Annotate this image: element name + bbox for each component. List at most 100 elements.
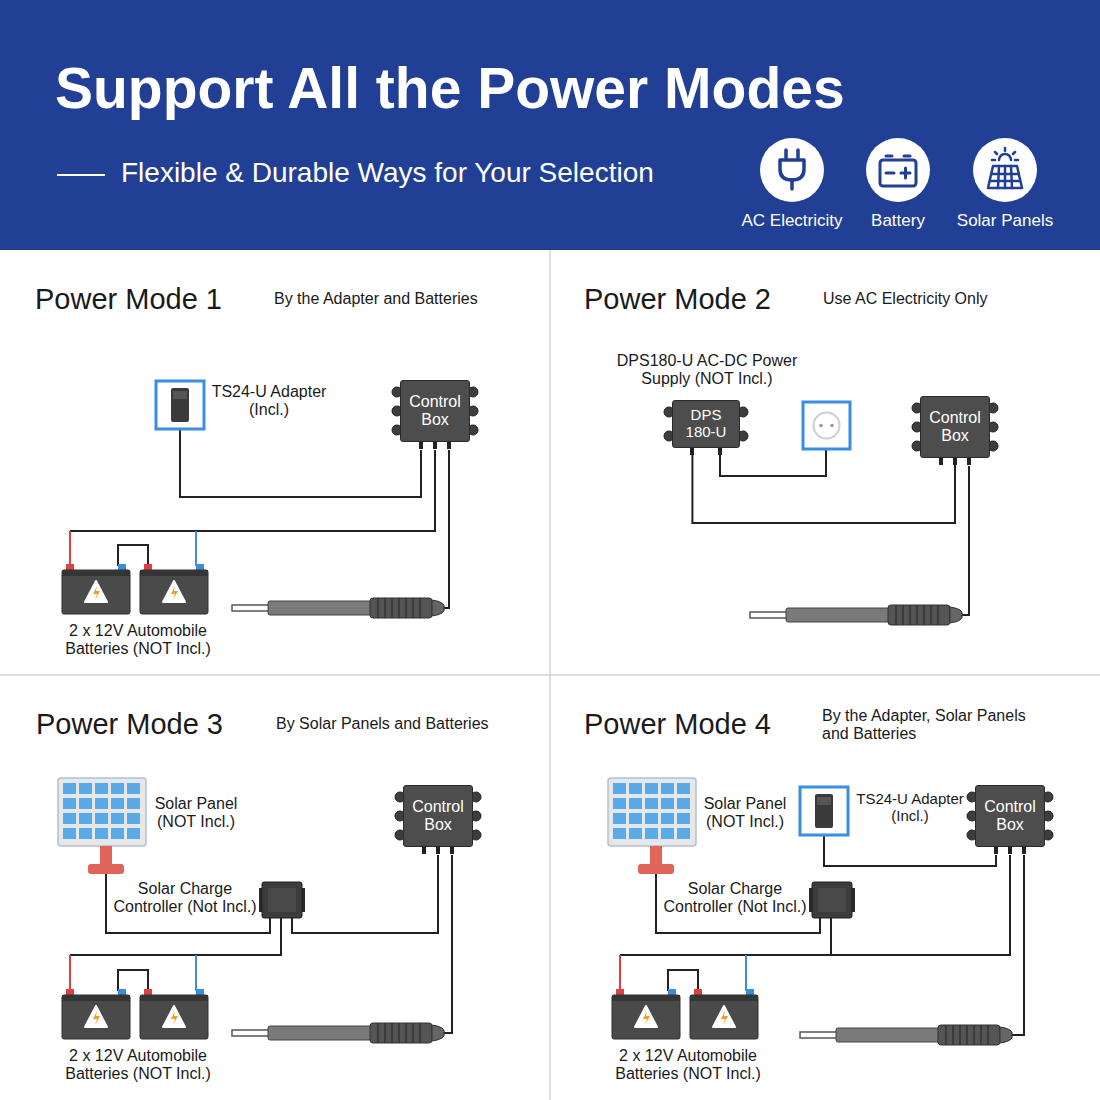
icon-label: Battery [848,211,948,231]
wall-socket [830,424,834,428]
solar-icon [992,148,1018,160]
part-label: 2 x 12V Automobile Batteries (NOT Incl.) [601,1047,776,1084]
title: Support All the Power Modes [55,56,845,122]
actuator-symbol [750,605,962,625]
battery-icon [886,155,910,158]
mode2-wiring [962,466,969,615]
icon-label: AC Electricity [727,211,857,231]
solar-icon [999,154,1011,160]
ac-icon [760,138,824,202]
mode-heading: Power Mode 1 [35,283,222,316]
mode2-wiring [720,450,969,615]
mode-description: By the Adapter, Solar Panels and Batteri… [822,707,1050,744]
solar-icon [990,166,1020,188]
part-label: DPS180-U AC-DC Power Supply (NOT Incl.) [612,352,802,389]
adapter-symbol [156,381,204,429]
mode1-wiring [444,450,449,608]
mode-heading: Power Mode 2 [584,283,771,316]
header-band [0,0,1100,250]
battery-symbol [62,989,130,1039]
mode1-wiring [180,428,421,497]
box-text: Control Box [925,409,985,445]
mode4-wiring [1012,855,1024,1035]
mode1-wiring [69,531,71,566]
wire-connector [692,448,955,523]
battery-symbol [690,989,758,1039]
mode-description: By Solar Panels and Batteries [276,715,489,733]
battery-symbol [140,989,208,1039]
part-label: Solar Charge Controller (Not Incl.) [659,880,811,917]
actuator-symbol [232,1023,444,1043]
ac-icon [786,150,798,159]
solar-icon [973,138,1037,202]
divider-line [0,674,1100,676]
mode3-wiring [69,955,71,991]
box-text: Control Box [405,393,465,429]
control-box: Control Box [400,380,470,442]
part-label: TS24-U Adapter (Incl.) [204,383,334,420]
control-box: Control Box [920,396,990,458]
wall-socket [803,402,850,449]
part-label: 2 x 12V Automobile Batteries (NOT Incl.) [51,1047,226,1084]
mode4-wiring [668,970,698,991]
mode1-wiring [195,531,197,566]
ac-icon [760,138,824,202]
mode4-wiring [745,955,747,991]
icon-label: Solar Panels [950,211,1060,231]
subtitle-dash [57,174,105,176]
mode3-wiring [118,970,148,991]
actuator-symbol [232,598,444,618]
mode4-wiring [831,855,1010,955]
solar-panel-symbol [58,778,146,874]
charge-controller-symbol [809,882,855,918]
battery-symbol [140,564,208,614]
mode2-wiring [720,450,826,476]
solar-icon [973,138,1037,202]
box-text: DPS 180-U [677,407,735,441]
mode1-wiring [70,450,435,531]
mode3-wiring [195,955,197,991]
mode3-wiring [292,855,438,933]
battery-icon [880,156,916,186]
wall-socket [803,402,850,449]
mode-description: Use AC Electricity Only [823,290,987,308]
mode1-wiring [118,545,148,566]
control-box: Control Box [403,785,473,847]
box-text: Control Box [408,798,468,834]
mode4-wiring [656,874,820,933]
battery-icon [866,138,930,202]
wall-socket [814,413,840,439]
mode3-wiring [444,855,452,1033]
mode4-wiring [619,955,621,991]
mode3-wiring [70,918,281,955]
part-label: 2 x 12V Automobile Batteries (NOT Incl.) [51,622,226,659]
power-supply-box: DPS 180-U [672,400,740,448]
part-label: Solar Panel (NOT Incl.) [695,795,795,832]
charge-controller-symbol [259,882,305,918]
subtitle: Flexible & Durable Ways for Your Selecti… [121,157,654,189]
mode4-wiring [620,834,1024,1035]
part-label: TS24-U Adapter (Incl.) [849,790,971,825]
ac-icon [780,160,804,180]
mode-heading: Power Mode 4 [584,708,771,741]
battery-symbol [62,564,130,614]
solar-icon [988,148,1022,188]
mode-description: By the Adapter and Batteries [274,290,478,308]
box-text: Control Box [980,798,1040,834]
battery-icon [886,168,910,178]
part-label: Solar Charge Controller (Not Incl.) [109,880,261,917]
battery-icon [880,160,916,186]
mode3-wiring [106,874,270,933]
control-box: Control Box [975,785,1045,847]
solar-panel-symbol [608,778,696,874]
battery-icon [866,138,930,202]
mode4-wiring [620,954,831,956]
wall-socket [819,424,823,428]
battery-symbol [612,989,680,1039]
ac-icon [790,180,794,189]
ac-icon [780,150,804,189]
adapter-symbol [800,787,848,835]
mode-heading: Power Mode 3 [36,708,223,741]
